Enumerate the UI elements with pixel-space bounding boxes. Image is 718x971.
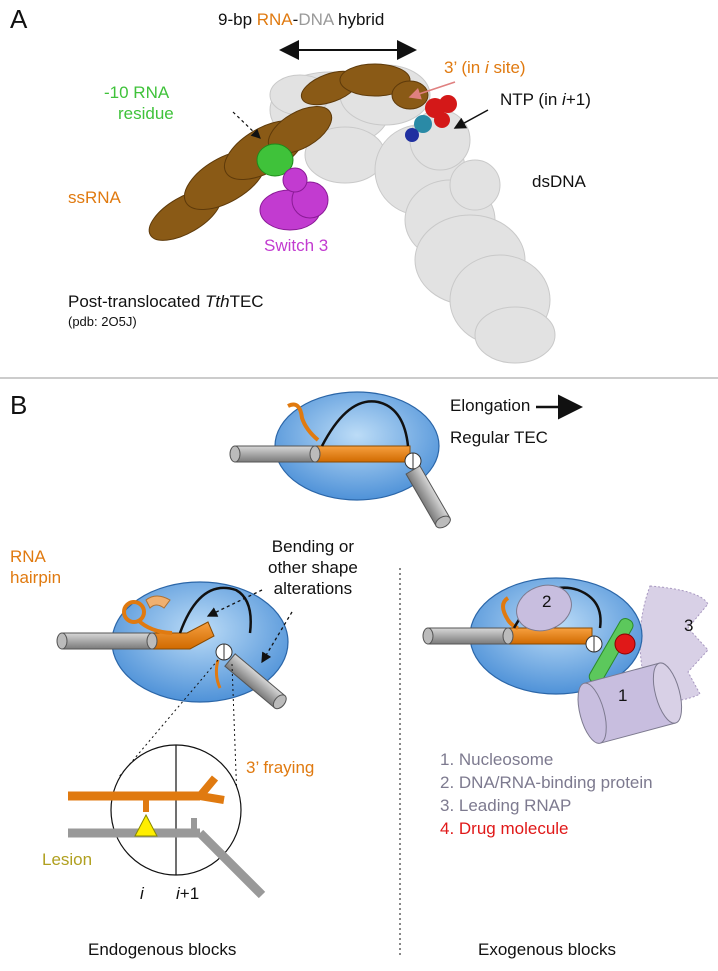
rna-hairpin-line2: hairpin	[10, 568, 62, 587]
post-tec: TEC	[229, 292, 264, 311]
legend-item: 4. Drug molecule	[440, 819, 569, 838]
badge-3: 3	[684, 616, 694, 635]
three-prime-prefix: 3’ (in	[444, 58, 485, 77]
minus10-label: -10 RNA residue	[104, 82, 174, 124]
minus10-residue	[256, 143, 294, 177]
legend-list: 1. Nucleosome 2. DNA/RNA-binding protein…	[440, 748, 653, 840]
bending-label: Bending or other shape alterations	[268, 536, 358, 599]
exogenous-tec-diagram	[422, 577, 709, 744]
panel-b-letter: B	[10, 390, 28, 420]
three-prime-i: i	[484, 58, 489, 77]
pdb-label: (pdb: 2O5J)	[68, 314, 137, 329]
residue-arrow	[232, 111, 261, 139]
three-prime-arrow	[408, 81, 456, 100]
three-prime-suffix: site)	[488, 58, 526, 77]
legend-item: 1. Nucleosome	[440, 750, 554, 769]
elongation-label: Elongation	[450, 396, 531, 415]
post-tth: Tth	[205, 292, 230, 311]
regular-tec-diagram	[229, 391, 451, 529]
dsdna-label: dsDNA	[532, 172, 586, 191]
bending-line2: other shape	[268, 558, 358, 577]
badge-1: 1	[618, 686, 628, 705]
bending-arrow-1	[206, 589, 263, 617]
lesion-label: Lesion	[42, 850, 93, 869]
three-prime-label: 3’ (in i site)	[444, 58, 526, 78]
ntp-label: NTP (in i+1)	[500, 90, 591, 110]
hybrid-label-prefix: 9-bp	[218, 10, 257, 29]
site-i1-plus: +1	[179, 884, 200, 903]
bending-line3: alterations	[273, 579, 353, 598]
minus10-line2: residue	[118, 104, 174, 123]
badge-2: 2	[542, 592, 552, 611]
rna-hairpin-line1: RNA	[10, 547, 46, 566]
ntp-suffix: +1)	[565, 90, 591, 109]
panel-a-letter: A	[10, 4, 28, 34]
switch3-label: Switch 3	[264, 236, 329, 255]
site-i1-label: i+1	[176, 884, 199, 904]
legend-item: 3. Leading RNAP	[440, 796, 572, 815]
fraying-label: 3’ fraying	[246, 758, 315, 777]
ntp-prefix: NTP (in	[500, 90, 563, 109]
endogenous-tec-diagram	[56, 581, 289, 710]
zoom-detail	[68, 744, 266, 899]
ssrna-label: ssRNA	[68, 188, 121, 207]
ntp-molecule	[405, 95, 457, 142]
site-i1-i: i	[176, 884, 180, 903]
rna-hairpin-label: RNA hairpin	[10, 546, 61, 588]
post-prefix: Post-translocated	[68, 292, 206, 311]
post-translocated-label: Post-translocated TthTEC	[68, 292, 264, 312]
zoom-line-left	[117, 659, 219, 779]
ntp-arrow	[453, 109, 489, 129]
hybrid-label: 9-bp RNA-DNA hybrid	[218, 10, 384, 30]
hybrid-label-rna: RNA	[256, 10, 293, 29]
hybrid-label-dna: DNA	[298, 10, 334, 29]
ntp-i: i	[562, 90, 566, 109]
endogenous-label: Endogenous blocks	[88, 940, 237, 959]
panel-a-structure	[148, 63, 556, 364]
hybrid-label-suffix: hybrid	[333, 10, 385, 29]
minus10-line1: -10 RNA	[104, 83, 170, 102]
switch3-surface	[259, 167, 329, 231]
dsdna-surface	[269, 64, 556, 364]
bending-arrow-2	[261, 611, 293, 664]
legend-item: 2. DNA/RNA-binding protein	[440, 773, 653, 792]
hybrid-label-dash: -	[292, 10, 299, 29]
site-i-label: i	[140, 884, 144, 903]
bending-line1: Bending or	[271, 537, 355, 556]
exogenous-label: Exogenous blocks	[478, 940, 616, 959]
regular-tec-label: Regular TEC	[450, 428, 548, 447]
